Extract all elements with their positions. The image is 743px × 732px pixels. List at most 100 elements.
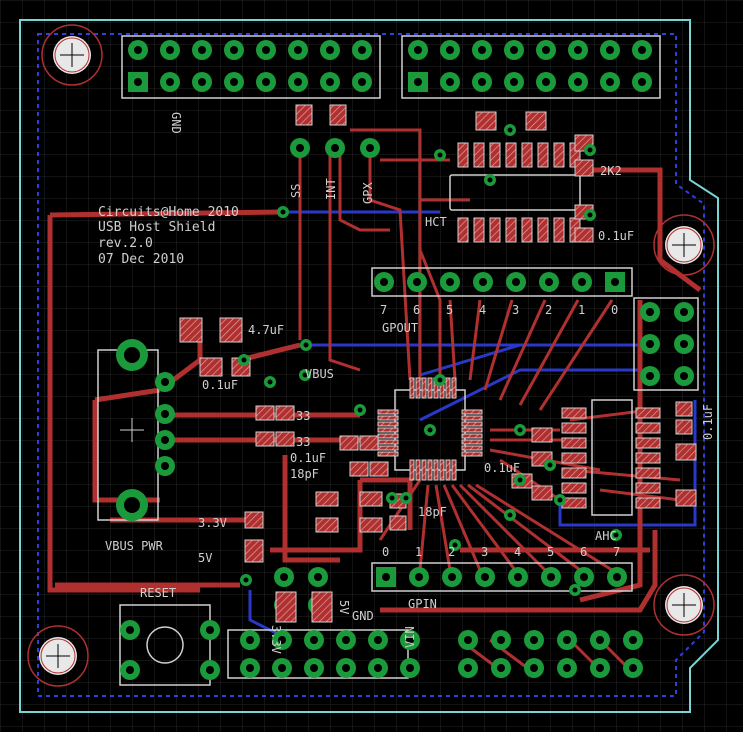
label-r33a: 33: [296, 409, 310, 423]
smd-component: [295, 104, 313, 126]
qfn-pad: [377, 445, 399, 451]
smd-component: [525, 111, 547, 131]
label-3v3: 3.3V: [198, 516, 227, 530]
smd-component: [675, 489, 697, 507]
label-c18b: 18pF: [418, 505, 447, 519]
smd-component: [339, 435, 359, 451]
ic-ahc-pad: [561, 437, 587, 449]
qfn-pad: [409, 377, 415, 399]
qfn-pad: [461, 409, 483, 415]
ic-ahc-pad: [635, 452, 661, 464]
label-r33b: 33: [296, 435, 310, 449]
label-c01-right: 0.1uF: [701, 404, 715, 440]
qfn-pad: [461, 421, 483, 427]
smd-component: [369, 461, 389, 477]
smd-component: [275, 431, 295, 447]
gpin-pin-number: 3: [481, 545, 488, 559]
qfn-pad: [421, 377, 427, 399]
gpout-pin-number: 4: [479, 303, 486, 317]
header-power-outline: [227, 629, 409, 679]
header-gpin-outline: [371, 562, 633, 592]
mounting-hole-right-upper: [653, 214, 715, 276]
qfn-pad: [415, 377, 421, 399]
smd-parts: [179, 104, 697, 623]
smd-component: [315, 491, 339, 507]
credit-line-2: USB Host Shield: [98, 220, 215, 235]
qfn-pad: [461, 427, 483, 433]
gpin-pin-number: 6: [580, 545, 587, 559]
label-vbus-pwr: VBUS PWR: [105, 539, 164, 553]
smd-component: [219, 317, 243, 343]
ic-hct-pad: [473, 142, 485, 168]
label-ahc: AHC: [595, 529, 617, 543]
mounting-hole-bottom-left: [27, 625, 89, 687]
gpin-pin-number: 2: [448, 545, 455, 559]
gpin-pin-number: 0: [382, 545, 389, 559]
smd-component: [675, 401, 693, 417]
qfn-pad: [377, 451, 399, 457]
ic-ahc-pad: [635, 482, 661, 494]
label-c47: 4.7uF: [248, 323, 284, 337]
ic-ahc-pad: [561, 422, 587, 434]
qfn-pad: [445, 377, 451, 399]
gpin-pin-number: 5: [547, 545, 554, 559]
gpin-pin-number: 1: [415, 545, 422, 559]
qfn-pad: [377, 427, 399, 433]
smd-component: [675, 419, 693, 435]
label-gnd-bottom: GND: [352, 609, 374, 623]
label-gnd-top: GND: [169, 112, 183, 134]
smd-component: [329, 104, 347, 126]
smd-component: [255, 405, 275, 421]
gpout-pin-number: 3: [512, 303, 519, 317]
label-c01-left: 0.1uF: [202, 378, 238, 392]
label-c18a: 18pF: [290, 467, 319, 481]
smd-component: [359, 517, 383, 533]
board-outline: [19, 19, 719, 713]
vias: [238, 124, 622, 596]
ic-hct-pad: [521, 217, 533, 243]
smd-component: [531, 427, 553, 443]
smd-component: [574, 159, 594, 177]
qfn-pad: [377, 409, 399, 415]
label-2k2: 2K2: [600, 164, 622, 178]
gpout-pin-number: 1: [578, 303, 585, 317]
label-5v-vertical: 5V: [337, 600, 351, 614]
qfn-pad: [461, 439, 483, 445]
ic-hct-pad: [505, 217, 517, 243]
smd-component: [675, 443, 697, 461]
qfn-pad: [377, 421, 399, 427]
ic-hct-pad: [489, 217, 501, 243]
label-5v: 5V: [198, 551, 212, 565]
smd-component: [574, 227, 594, 243]
qfn-pad: [427, 459, 433, 481]
smd-component: [359, 491, 383, 507]
mounting-hole-top-left: [41, 24, 103, 86]
ic-hct-pad: [473, 217, 485, 243]
ic-hct-pad: [537, 217, 549, 243]
qfn-pad: [451, 459, 457, 481]
qfn-pad: [461, 415, 483, 421]
label-c01-top: 0.1uF: [598, 229, 634, 243]
qfn-pad: [439, 459, 445, 481]
ic-hct-pad: [553, 142, 565, 168]
ic-ahc-pad: [635, 467, 661, 479]
label-c01-center: 0.1uF: [484, 461, 520, 475]
qfn-pad: [415, 459, 421, 481]
qfn-pad: [427, 377, 433, 399]
qfn-pad: [377, 433, 399, 439]
ic-hct-pad: [457, 217, 469, 243]
label-gpout: GPOUT: [382, 321, 418, 335]
label-c01-mid: 0.1uF: [290, 451, 326, 465]
gpout-pin-number: 6: [413, 303, 420, 317]
ic-ahc-pad: [635, 497, 661, 509]
label-reset: RESET: [140, 586, 176, 600]
gpin-pin-number: 4: [514, 545, 521, 559]
label-ss: SS: [289, 184, 303, 198]
silkscreen-text: Circuits@Home 2010 USB Host Shield rev.2…: [98, 112, 715, 654]
smd-component: [275, 405, 295, 421]
gpout-pin-number: 7: [380, 303, 387, 317]
ic-hct-pad: [505, 142, 517, 168]
smd-component: [199, 357, 223, 377]
